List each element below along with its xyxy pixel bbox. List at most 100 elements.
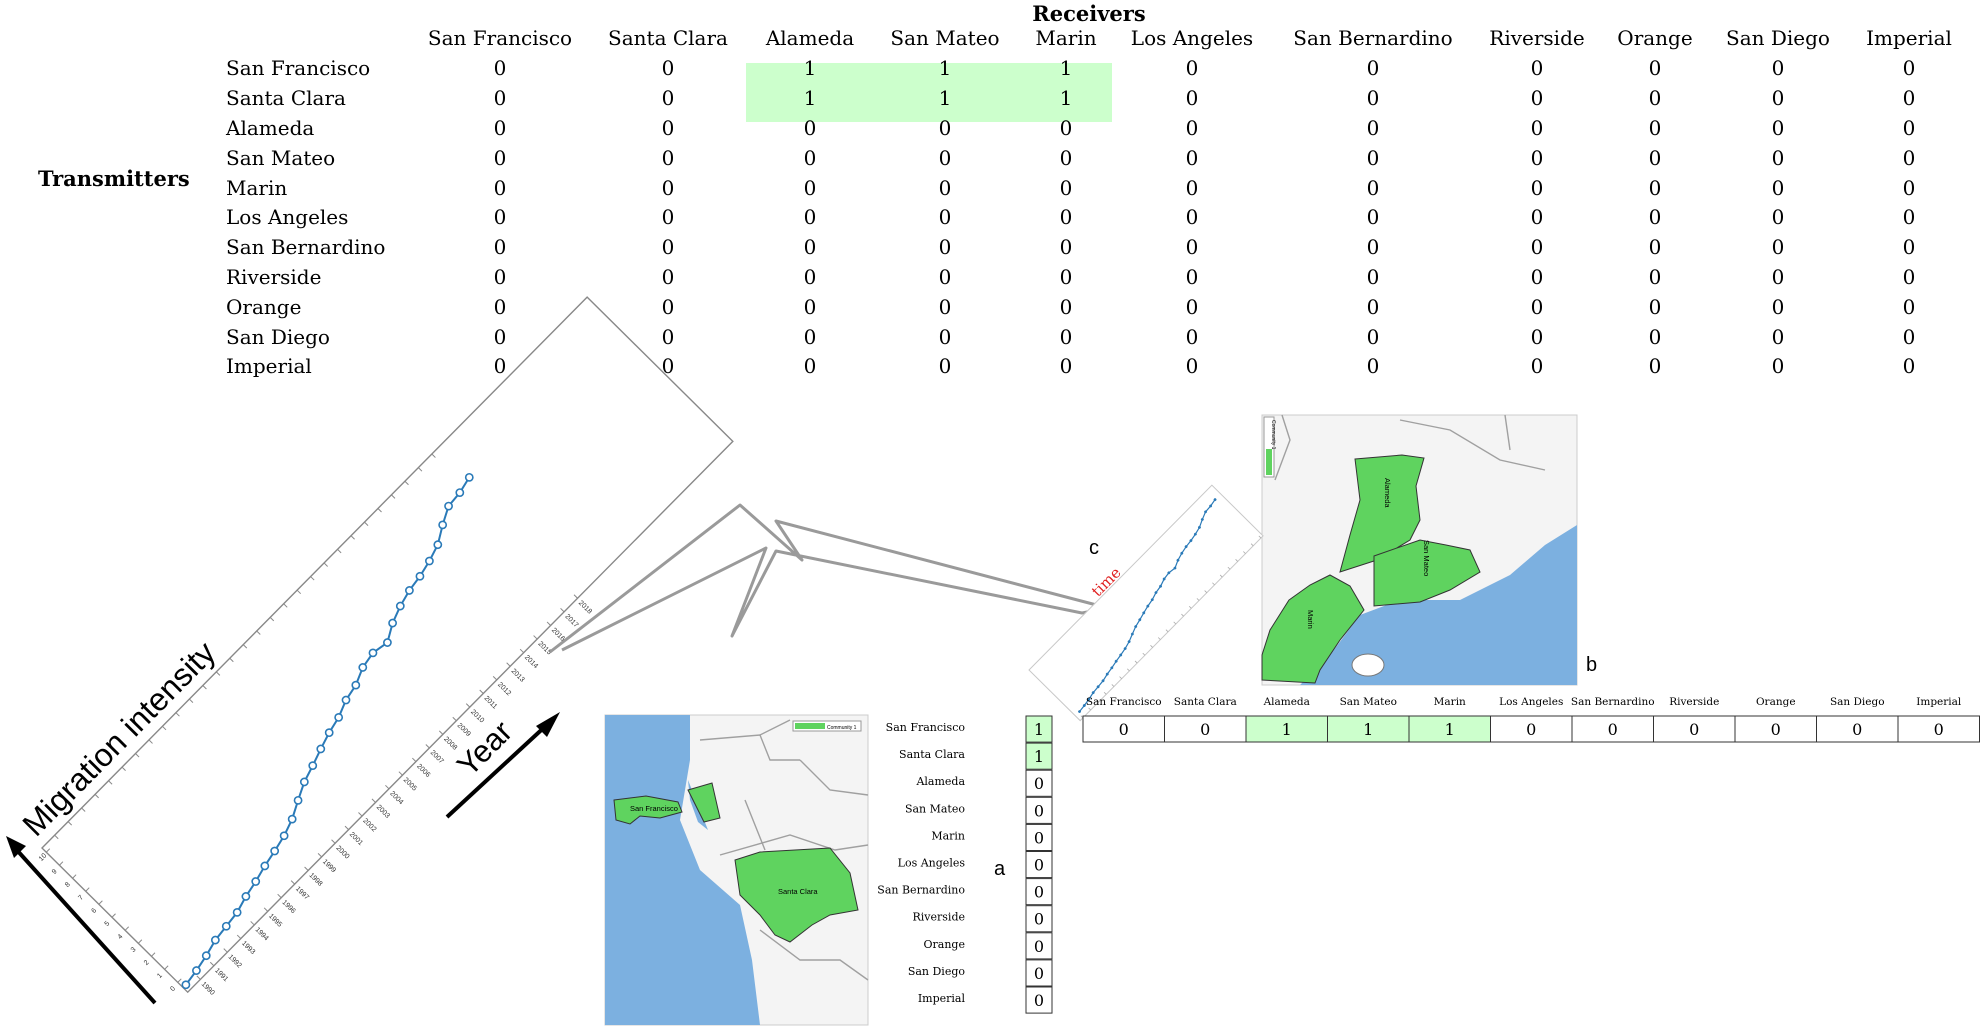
- column-a-cell: [1025, 986, 1053, 1014]
- matrix-cell: 0: [1060, 354, 1073, 378]
- column-a-label: Orange: [924, 938, 965, 951]
- column-a-cell: [1025, 878, 1053, 906]
- y-tick-label: 4: [117, 933, 125, 941]
- x-tick: [560, 607, 565, 613]
- column-a-cell: [1025, 823, 1053, 852]
- column-a-label: Imperial: [918, 992, 966, 1005]
- matrix-cell: 0: [494, 176, 507, 200]
- matrix-cell: 0: [939, 354, 952, 378]
- small-data-point: [1123, 647, 1127, 650]
- matrix-cell: 0: [1903, 176, 1916, 200]
- column-a-value: 0: [1034, 991, 1044, 1010]
- small-data-point: [1180, 551, 1184, 555]
- x-tick: [263, 907, 269, 912]
- marin-region: [1261, 574, 1365, 684]
- x-tick: [135, 753, 140, 758]
- legend-text-a: Community 1: [827, 725, 857, 731]
- x-tick: [290, 880, 296, 885]
- x-tick: [148, 739, 153, 744]
- y-tick-label: 6: [90, 907, 98, 915]
- legend-box-b: [1263, 416, 1275, 478]
- matrix-cell: 0: [804, 205, 817, 229]
- row-vector-label: Imperial: [1916, 696, 1962, 708]
- row-vector-value: 0: [1200, 720, 1210, 739]
- matrix-cell: 0: [494, 146, 507, 170]
- matrix-cell: 0: [662, 235, 675, 259]
- small-data-point: [1167, 571, 1171, 575]
- matrix-cell: 0: [662, 295, 675, 319]
- matrix-cell: 0: [662, 176, 675, 200]
- row-vector-cell: [1897, 715, 1980, 743]
- small-data-point: [1127, 640, 1131, 644]
- matrix-cell: 0: [1186, 176, 1199, 200]
- column-a-cell: [1025, 796, 1053, 824]
- y-tick: [164, 965, 169, 970]
- x-tick-label: 2002: [361, 817, 377, 833]
- transmitter-header: Alameda: [225, 116, 314, 140]
- matrix-cell: 0: [1186, 295, 1199, 319]
- matrix-cell: 0: [1531, 205, 1544, 229]
- column-a-cell: [1025, 905, 1053, 933]
- column-a-label: San Mateo: [905, 802, 965, 815]
- x-tick: [283, 603, 288, 608]
- small-x-tick: [1111, 684, 1115, 687]
- x-tick: [304, 866, 309, 871]
- data-point: [368, 648, 378, 658]
- small-x-tick: [1212, 582, 1215, 586]
- row-vector-value: 0: [1934, 720, 1944, 739]
- matrix-cell: 1: [804, 86, 817, 110]
- data-point: [279, 831, 289, 841]
- x-tick-label: 1995: [267, 913, 283, 929]
- x-tick: [323, 562, 328, 567]
- data-point: [316, 744, 326, 754]
- x-tick: [519, 648, 525, 654]
- y-tick-label: 5: [104, 920, 112, 928]
- matrix-cell: 0: [662, 86, 675, 110]
- small-x-tick: [1250, 543, 1254, 547]
- x-tick: [412, 757, 417, 762]
- x-tick: [492, 676, 498, 681]
- matrix-cell: 0: [1367, 176, 1380, 200]
- x-tick-label: 1991: [213, 967, 229, 983]
- receiver-header: Imperial: [1866, 26, 1952, 50]
- x-tick-label: 2006: [415, 763, 431, 779]
- matrix-cell: 0: [494, 86, 507, 110]
- small-data-point: [1082, 704, 1086, 707]
- x-tick: [229, 657, 234, 663]
- matrix-cell: 0: [1531, 146, 1544, 170]
- transmitters-title: Transmitters: [38, 166, 190, 191]
- small-x-tick: [1119, 676, 1122, 679]
- matrix-cell: 0: [1649, 325, 1662, 349]
- matrix-cell: 0: [939, 265, 952, 289]
- matrix-cell: 0: [1903, 325, 1916, 349]
- matrix-cell: 0: [494, 325, 507, 349]
- x-tick-label: 2007: [429, 749, 445, 765]
- data-point: [241, 892, 251, 901]
- matrix-cell: 0: [1649, 176, 1662, 200]
- y-tick: [85, 887, 90, 892]
- data-point: [293, 795, 303, 805]
- x-tick: [223, 948, 228, 953]
- row-vector-value: 1: [1363, 720, 1373, 739]
- data-point: [425, 556, 434, 566]
- matrix-cell: 0: [1772, 295, 1785, 319]
- matrix-cell: 1: [939, 56, 952, 80]
- matrix-cell: 0: [1903, 354, 1916, 378]
- x-tick-label: 1999: [321, 858, 337, 874]
- data-point: [181, 980, 191, 990]
- x-tick: [431, 453, 436, 458]
- row-vector-value: 0: [1771, 720, 1781, 739]
- x-tick: [215, 671, 221, 676]
- matrix-cell: 0: [939, 325, 952, 349]
- column-a-label: Alameda: [915, 775, 965, 788]
- map-a-label-sc: Santa Clara: [778, 887, 818, 896]
- small-x-tick: [1157, 637, 1161, 640]
- y-tick-label: 2: [143, 959, 151, 967]
- matrix-cell: 0: [1531, 325, 1544, 349]
- legend-swatch-b: [1266, 449, 1272, 475]
- small-time-chart: time: [1028, 484, 1264, 722]
- matrix-cell: 0: [1903, 235, 1916, 259]
